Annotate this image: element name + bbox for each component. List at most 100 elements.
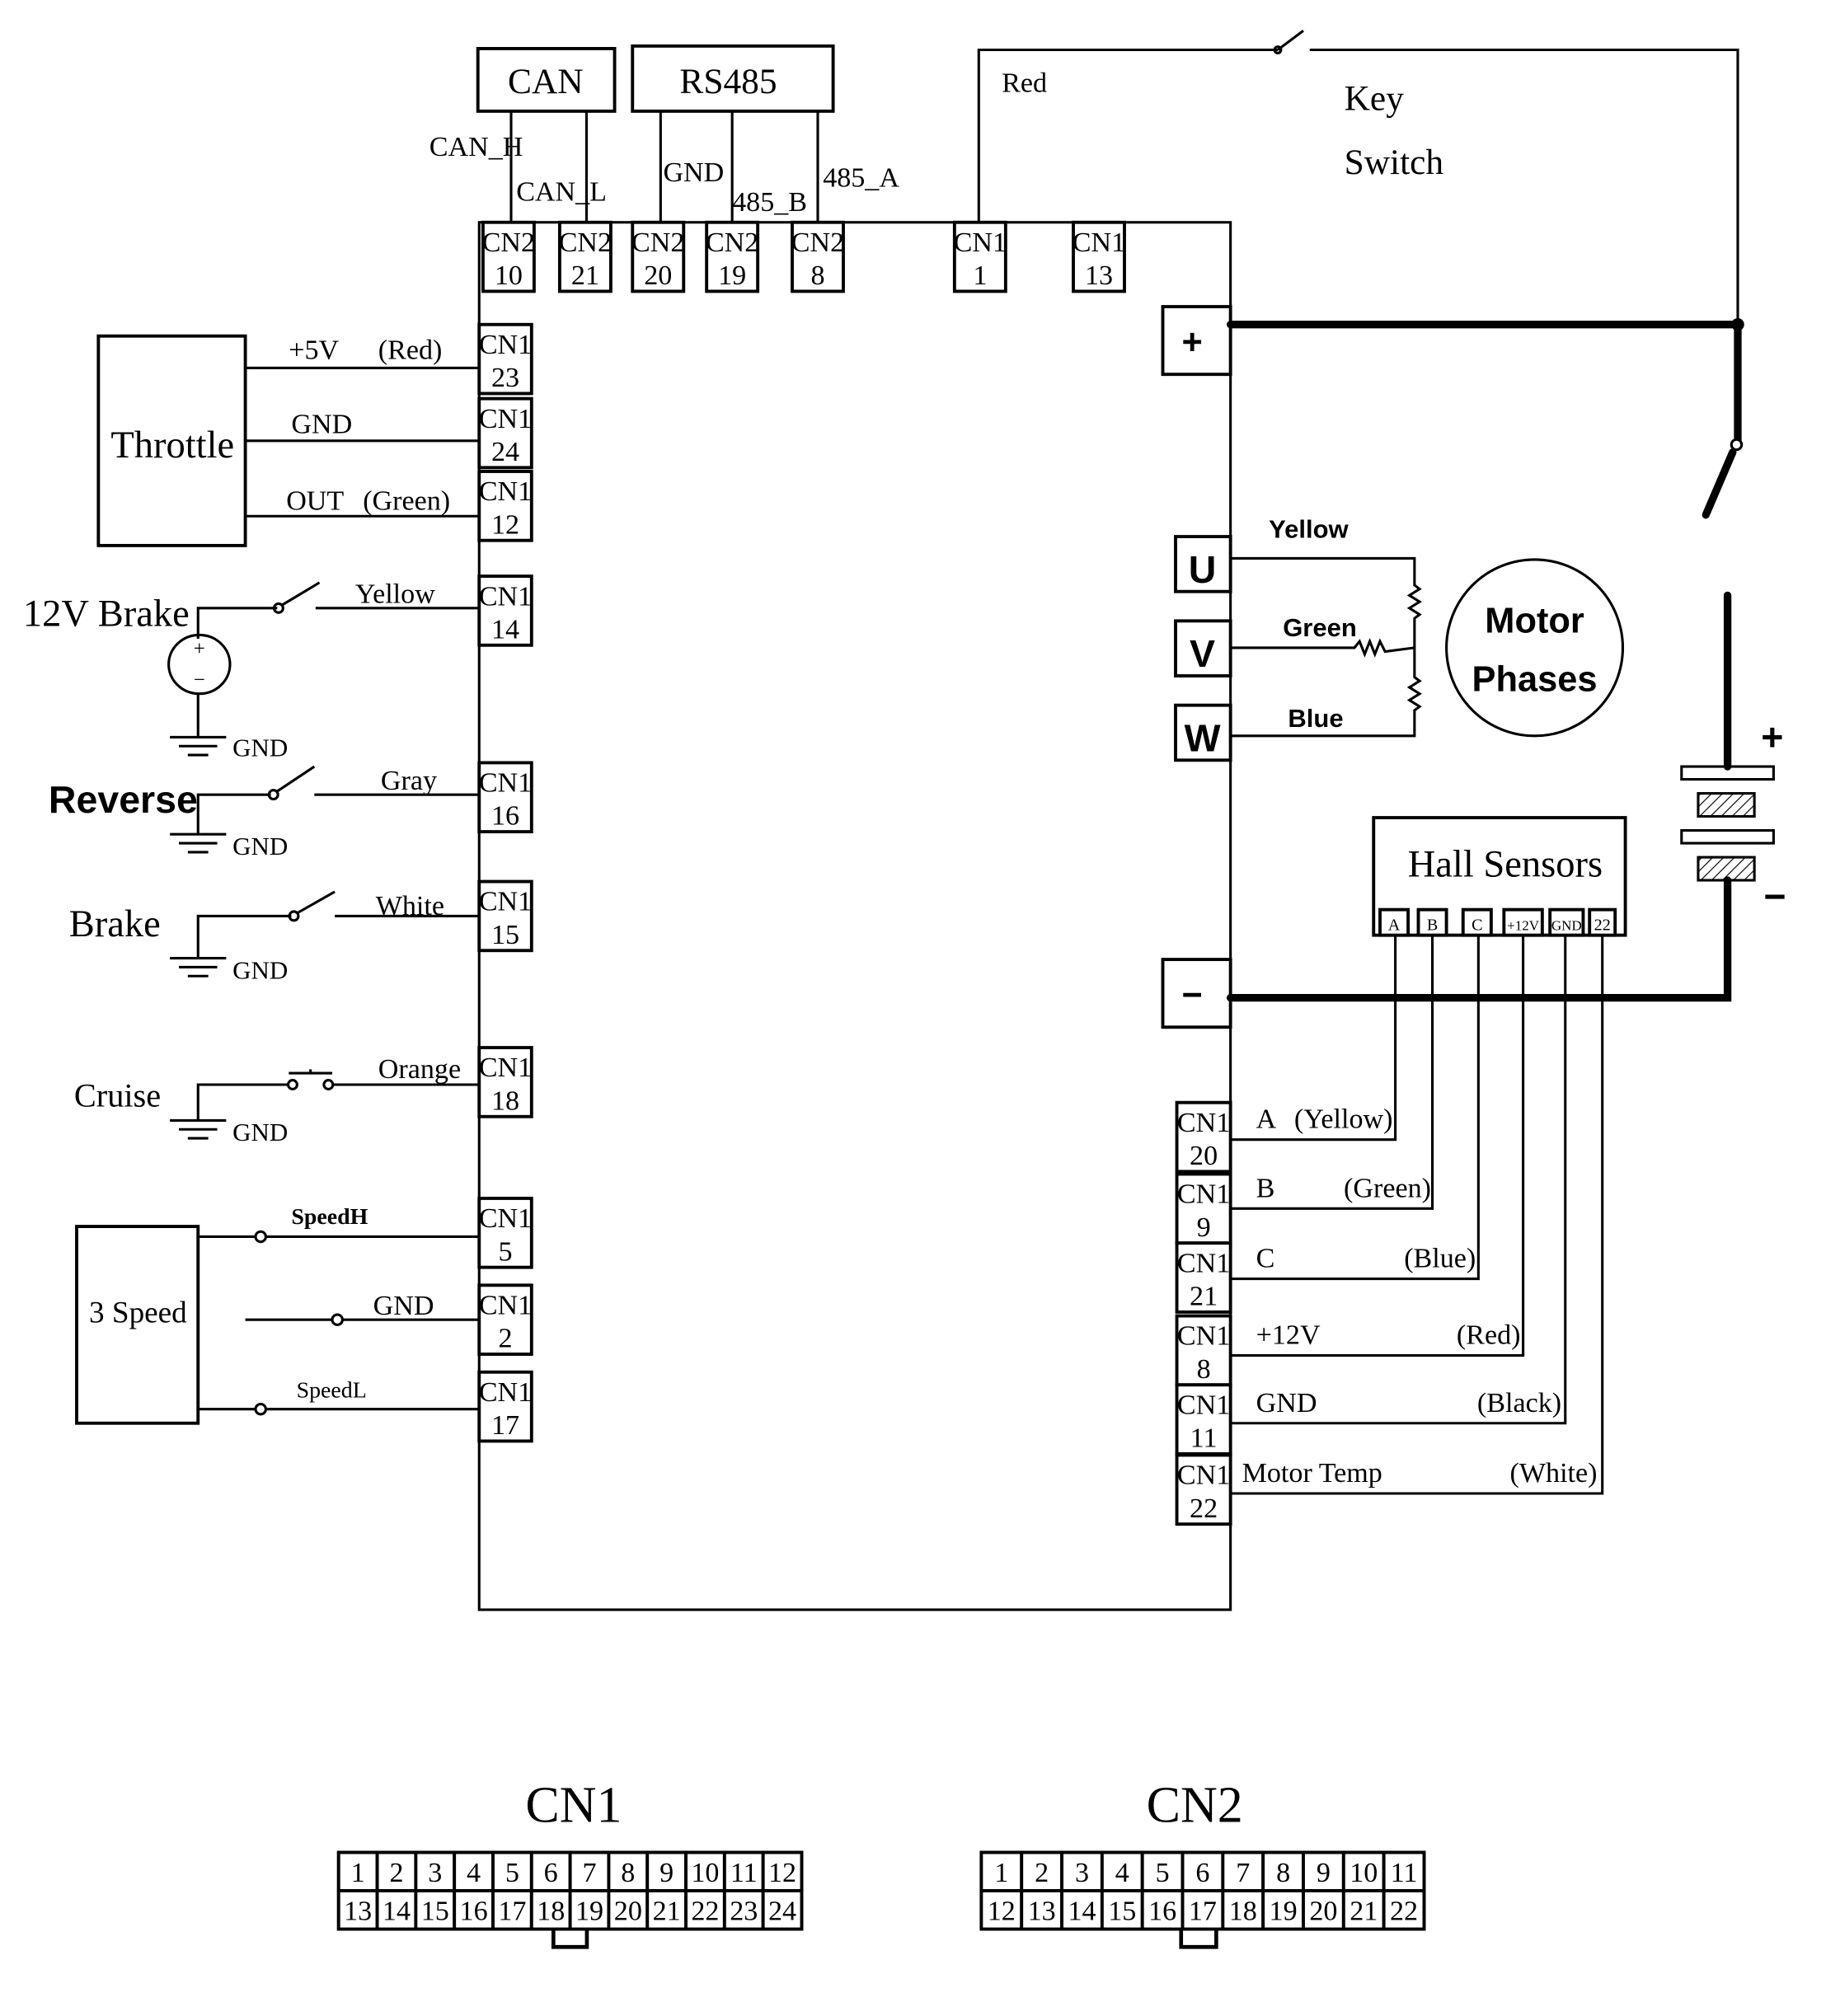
rs485-gnd-label: GND (663, 157, 724, 188)
pin-connector-label: CN1 (1177, 1390, 1230, 1420)
pin-connector-label: CN2 (791, 227, 844, 258)
hall-pin-label: C (1472, 916, 1482, 934)
pin-connector-label: CN2 (706, 227, 758, 258)
connector-cell: 7 (1221, 1850, 1265, 1892)
connector-cell: 18 (1221, 1889, 1265, 1931)
pin-number-label: 15 (491, 920, 519, 950)
connector-cell: 1 (979, 1850, 1024, 1892)
cell-pin-number: 10 (1349, 1858, 1378, 1888)
connector-cell: 12 (761, 1850, 804, 1892)
rs485-a-label: 485_A (823, 162, 899, 193)
cell-pin-number: 5 (505, 1858, 519, 1888)
hall-sensors-label: Hall Sensors (1408, 843, 1603, 885)
rs485-b-label: 485_B (732, 187, 807, 218)
pin-connector-label: CN1 (479, 330, 532, 360)
pin-connector-label: CN1 (479, 476, 532, 507)
brake-12v-wire: Yellow (355, 579, 435, 610)
pin-connector-label: CN1 (1177, 1248, 1230, 1278)
cell-box (1181, 1889, 1225, 1931)
connector-cell: 17 (491, 1889, 533, 1931)
pin-connector-label: CN2 (482, 227, 535, 258)
cell-pin-number: 22 (1390, 1896, 1418, 1927)
cell-pin-number: 3 (1075, 1858, 1089, 1888)
cruise-label: Cruise (74, 1076, 161, 1113)
cell-pin-number: 15 (1108, 1896, 1136, 1927)
phase-u-terminal: U (1189, 548, 1217, 591)
cell-box (761, 1889, 804, 1931)
pin-connector-label: CN2 (559, 227, 612, 258)
cell-box (645, 1850, 688, 1892)
connector-cell: 7 (568, 1850, 611, 1892)
motor-label-2: Phases (1472, 660, 1598, 700)
key-switch-label-2: Switch (1345, 143, 1444, 182)
pin-box (631, 220, 686, 293)
pin-box (477, 1370, 533, 1443)
cruise-circuit: Cruise GND Orange (74, 1054, 480, 1146)
hall-pin-label: A (1388, 916, 1401, 934)
cell-pin-number: 21 (1349, 1896, 1378, 1927)
cell-pin-number: 6 (544, 1858, 558, 1888)
pin-number-label: 5 (499, 1236, 513, 1267)
connector-key (551, 1929, 589, 1949)
minus-terminal: − (1181, 975, 1202, 1015)
cell-box (1261, 1889, 1305, 1931)
pin-connector-label: CN1 (954, 227, 1007, 258)
cell-pin-number: 18 (1229, 1896, 1257, 1927)
cell-pin-number: 14 (1068, 1896, 1096, 1927)
brake-gnd: GND (232, 955, 288, 984)
hall-pin-22: 22 (1588, 907, 1617, 937)
motor-label-1: Motor (1485, 601, 1584, 640)
cell-box (491, 1889, 533, 1931)
cell-pin-number: 11 (730, 1858, 758, 1888)
pin-number-label: 14 (491, 614, 519, 645)
reverse-gnd: GND (232, 832, 288, 860)
cell-pin-number: 19 (1270, 1896, 1298, 1927)
hall-pin-label: +12V (1507, 917, 1540, 933)
pin-number-label: 19 (718, 260, 746, 291)
cell-pin-number: 21 (653, 1896, 681, 1927)
cell-pin-number: 13 (344, 1896, 372, 1927)
throttle-block: Throttle +5V (Red) GND OUT (Green) (96, 334, 480, 547)
connector-cell: 11 (722, 1850, 765, 1892)
pin-number-label: 1 (973, 260, 987, 291)
pin-number-label: 9 (1197, 1212, 1211, 1243)
connector-cell: 4 (453, 1850, 495, 1892)
throttle-wire-out-color: (Green) (363, 486, 450, 517)
pin-connector-label: CN1 (479, 1377, 532, 1408)
connector-cell: 19 (568, 1889, 611, 1931)
connector-cell: 1 (336, 1850, 379, 1892)
connector-cell: 12 (979, 1889, 1024, 1931)
cell-pin-number: 16 (460, 1896, 488, 1927)
can-h-label: CAN_H (429, 132, 523, 162)
brake-12v-circuit: 12V Brake + − GND Yellow (23, 579, 480, 762)
cell-box (1382, 1889, 1426, 1931)
pin-number-label: 12 (491, 509, 519, 540)
cell-pin-number: 2 (1035, 1858, 1049, 1888)
cell-pin-number: 17 (1189, 1896, 1217, 1927)
pin-number-label: 21 (1190, 1282, 1218, 1312)
hall-pin-label: B (1427, 916, 1438, 934)
connector-cell: 22 (684, 1889, 726, 1931)
pin-connector-label: CN1 (479, 581, 532, 612)
can-label: CAN (508, 62, 584, 101)
rs485-label: RS485 (679, 62, 777, 101)
connector-cell: 13 (336, 1889, 379, 1931)
throttle-label: Throttle (110, 424, 234, 466)
cell-pin-number: 8 (621, 1858, 635, 1888)
connector-cell: 23 (722, 1889, 765, 1931)
pin-connector-label: CN1 (1073, 227, 1125, 258)
cell-pin-number: 2 (389, 1858, 403, 1888)
phase-u-color: Yellow (1269, 515, 1349, 544)
